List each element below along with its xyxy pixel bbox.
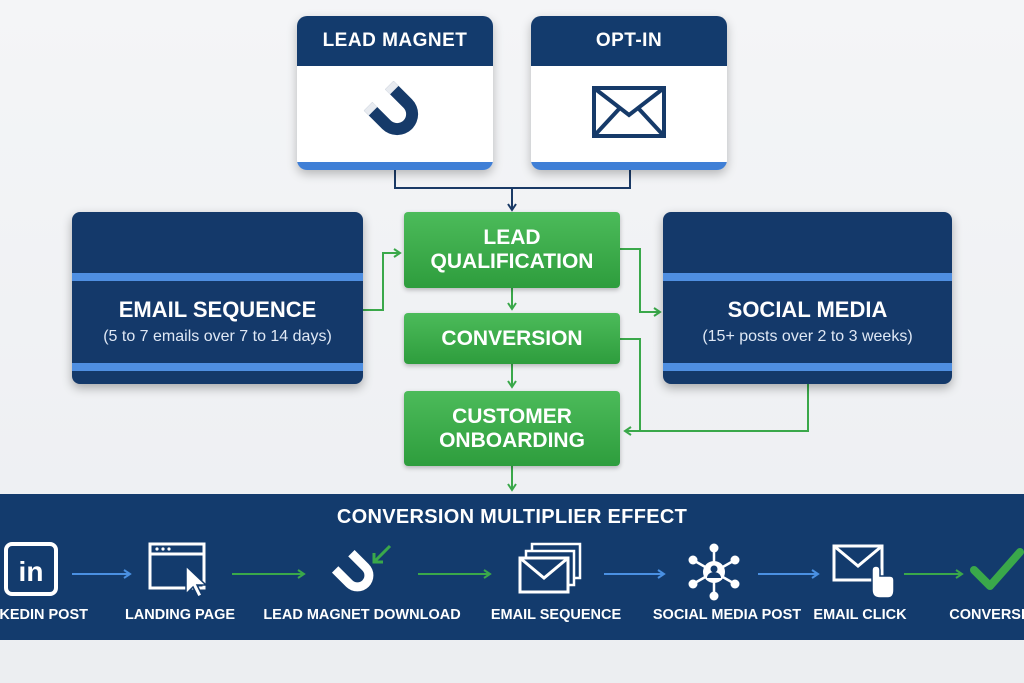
- banner-title: CONVERSION MULTIPLIER EFFECT: [336, 506, 688, 528]
- step-label-landing-page: LANDING PAGE: [124, 607, 236, 623]
- conversion-loop-arrow: [620, 338, 641, 436]
- step-label-linkedin-post: LINKEDIN POST: [0, 607, 88, 623]
- lead-magnet-title: LEAD MAGNET: [297, 16, 493, 66]
- svg-text:in: in: [19, 556, 44, 587]
- social-media-panel: SOCIAL MEDIA (15+ posts over 2 to 3 week…: [663, 212, 952, 384]
- conversion-label: CONVERSION: [441, 326, 583, 350]
- lead-magnet-connector: [394, 170, 631, 189]
- step-label-conversion: CONVERSION: [949, 607, 1024, 623]
- qualification-to-social-arrow: [620, 248, 662, 317]
- envelope-click-icon: [832, 542, 896, 605]
- browser-cursor-icon: [148, 542, 210, 603]
- social-to-onboarding-arrow: [640, 384, 809, 432]
- opt-in-card: OPT-IN: [531, 16, 727, 170]
- social-media-title: SOCIAL MEDIA: [727, 297, 888, 322]
- email-sequence-panel: EMAIL SEQUENCE (5 to 7 emails over 7 to …: [72, 212, 363, 384]
- lead-magnet-card: LEAD MAGNET: [297, 16, 493, 170]
- envelope-icon: [591, 85, 667, 144]
- banner-arrows: [72, 569, 964, 579]
- step-label-email-sequence: EMAIL SEQUENCE: [490, 607, 622, 623]
- email-sequence-subtitle: (5 to 7 emails over 7 to 14 days): [103, 328, 332, 345]
- lead-qualification-line-2: QUALIFICATION: [430, 250, 594, 273]
- customer-onboarding-line-2: ONBOARDING: [439, 428, 585, 452]
- magnet-icon: [360, 80, 430, 148]
- network-icon: [684, 542, 744, 607]
- social-media-subtitle: (15+ posts over 2 to 3 weeks): [702, 328, 913, 345]
- lead-qualification-box: LEAD QUALIFICATION: [404, 212, 620, 288]
- checkmark-icon: [970, 542, 1024, 601]
- step-label-lead-magnet-download: LEAD MAGNET DOWNLOAD: [263, 607, 461, 623]
- conversion-multiplier-banner: CONVERSION MULTIPLIER EFFECT in: [0, 494, 1024, 640]
- lead-qualification-line-1: LEAD: [483, 226, 541, 249]
- step-label-email-click: EMAIL CLICK: [813, 607, 907, 623]
- step-label-social-media-post: SOCIAL MEDIA POST: [652, 607, 802, 623]
- email-to-qualification-arrow: [363, 248, 402, 311]
- stacked-envelopes-icon: [518, 542, 584, 603]
- customer-onboarding-line-1: CUSTOMER: [452, 404, 572, 428]
- email-sequence-title: EMAIL SEQUENCE: [118, 297, 317, 322]
- linkedin-icon: in: [4, 542, 58, 601]
- magnet-download-icon: [330, 542, 394, 603]
- opt-in-title: OPT-IN: [531, 16, 727, 66]
- conversion-box: CONVERSION: [404, 313, 620, 364]
- customer-onboarding-box: CUSTOMER ONBOARDING: [404, 391, 620, 466]
